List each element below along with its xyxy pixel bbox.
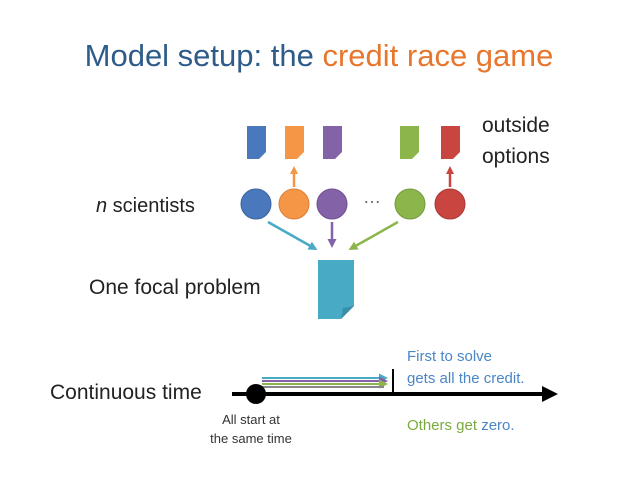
first-note-line2: gets all the credit. — [407, 370, 525, 387]
outside-option-doc-purple — [323, 126, 342, 159]
focal-problem-doc — [318, 260, 354, 319]
scientist-blue — [240, 188, 272, 220]
others-note-zero: zero. — [481, 417, 515, 434]
scientist-purple — [316, 188, 348, 220]
title-accent: credit race game — [322, 38, 554, 73]
focal-problem-doc-fold — [341, 306, 354, 319]
outside-option-doc-blue — [247, 126, 266, 159]
outside-option-doc-red — [441, 126, 460, 159]
scientists-label: n scientists — [96, 195, 195, 218]
title-main: Model setup: the — [84, 38, 323, 73]
others-get-zero-note: Others get zero. — [407, 417, 515, 434]
outside-option-doc-green — [400, 126, 419, 159]
continuous-time-label: Continuous time — [50, 381, 202, 404]
focal-problem-label: One focal problem — [89, 276, 261, 299]
first-to-solve-note: First to solve gets all the credit. — [407, 346, 525, 390]
green-to-problem-arrow — [348, 220, 399, 250]
outside-label-line1: outside — [482, 114, 550, 137]
others-note-prefix: Others get — [407, 417, 482, 434]
page-title: Model setup: the credit race game — [0, 38, 638, 74]
outside-option-doc-orange — [285, 126, 304, 159]
start-note-line2: the same time — [210, 431, 292, 446]
scientist-red — [434, 188, 466, 220]
start-note-line1: All start at — [222, 412, 280, 427]
start-point — [246, 384, 266, 404]
blue-to-problem-arrow — [267, 220, 318, 250]
n-variable: n — [96, 195, 108, 217]
outside-options-label: outside options — [482, 110, 550, 172]
outside-label-line2: options — [482, 145, 550, 168]
scientists-ellipsis: … — [363, 187, 381, 207]
scientists-text: scientists — [107, 195, 195, 217]
first-note-line1: First to solve — [407, 348, 493, 365]
scientist-orange — [278, 188, 310, 220]
start-note: All start at the same time — [196, 410, 306, 448]
scientist-green — [394, 188, 426, 220]
